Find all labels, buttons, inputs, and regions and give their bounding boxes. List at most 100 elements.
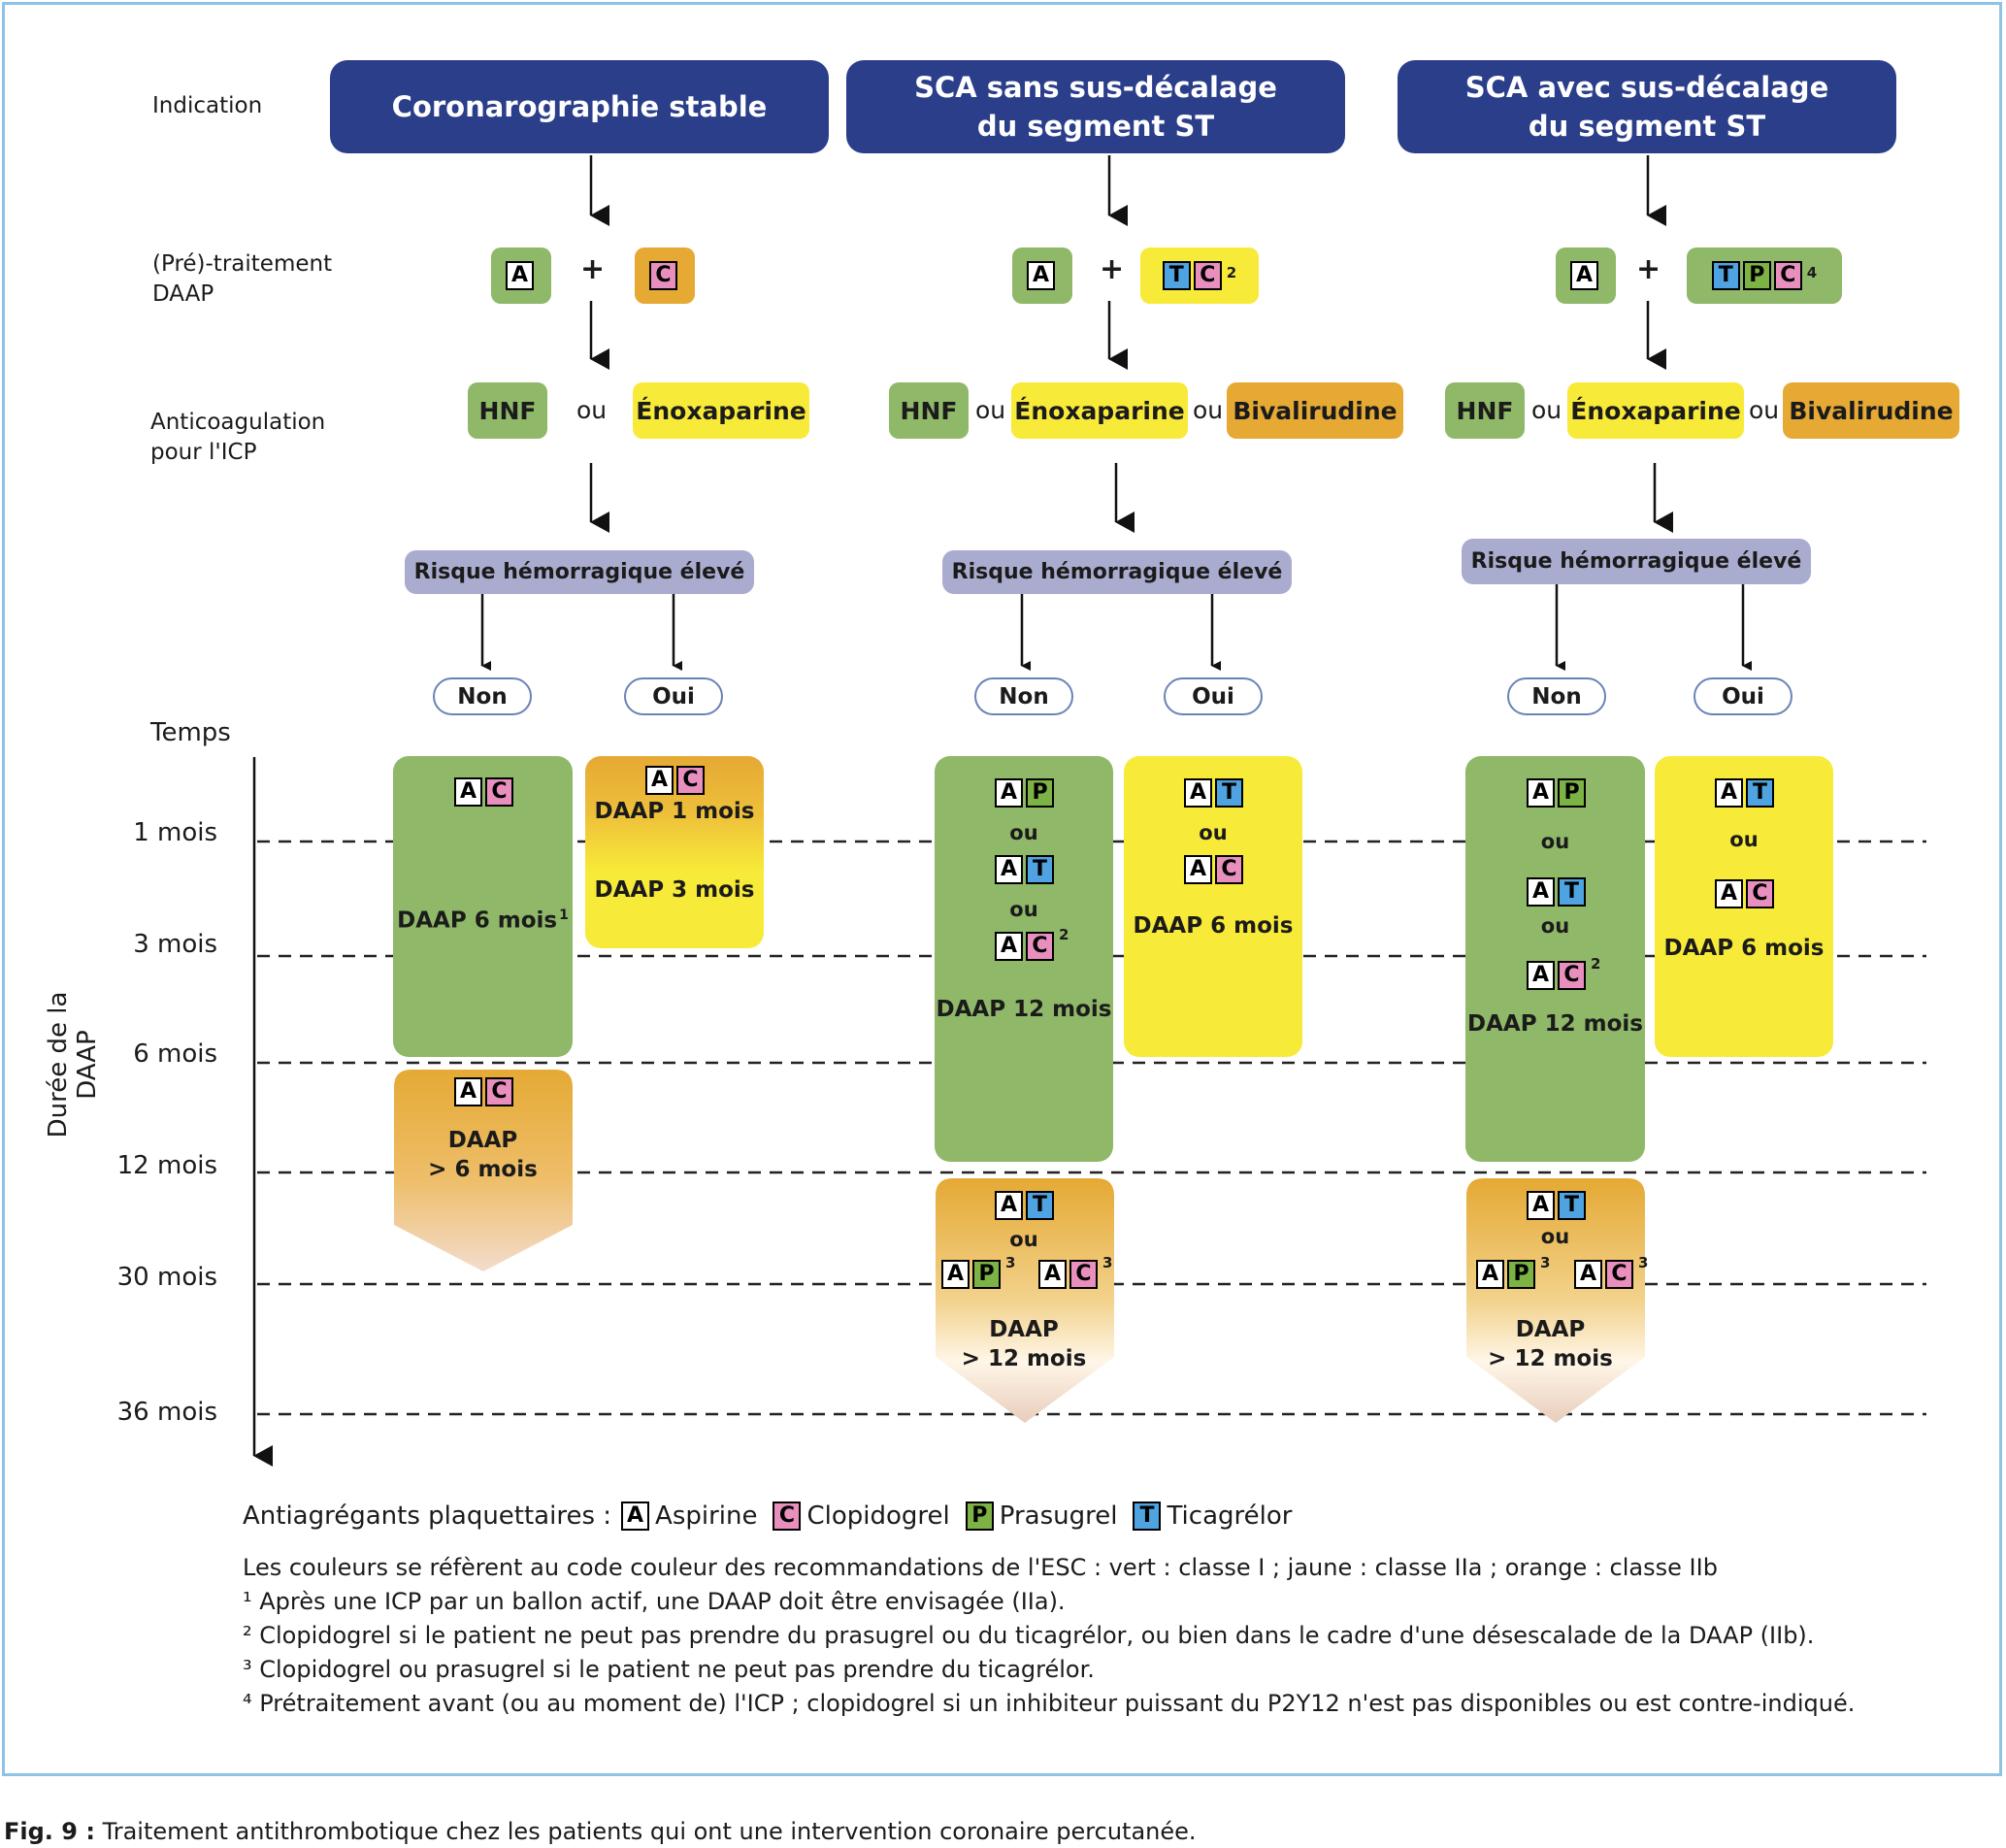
ticagrelor-icon: T (1162, 261, 1191, 290)
col1-non-duration-text: DAAP 6 mois (397, 908, 558, 934)
footnote-marker: 4 (1806, 264, 1818, 281)
header-sca-avec-st: SCA avec sus-décalage du segment ST (1398, 60, 1896, 153)
aspirin-icon: A (1527, 877, 1555, 907)
time-label-1: 1 mois (133, 818, 217, 847)
footnote-1: ¹ Après une ICP par un ballon actif, une… (243, 1588, 1066, 1615)
col2-non-duration: DAAP 12 mois (936, 997, 1112, 1022)
clopidogrel-icon: C (676, 766, 705, 795)
flow-arrows (480, 155, 1752, 671)
header-coronarographie-stable: Coronarographie stable (330, 60, 829, 153)
pre-col2-aspirin: A (1012, 248, 1072, 304)
clopidogrel-icon: C (1746, 879, 1774, 908)
footnote-4: ⁴ Prétraitement avant (ou au moment de) … (243, 1690, 1856, 1717)
aspirin-icon: A (995, 1191, 1023, 1220)
aspirin-icon: A (454, 777, 482, 807)
figure-frame (2, 2, 2002, 1776)
footnote-marker: 3 (1005, 1254, 1016, 1271)
aspirin-icon: A (1476, 1260, 1504, 1289)
ou-text: ou (1009, 898, 1038, 921)
col1-oui-daap-box (585, 756, 764, 948)
prasugrel-icon: P (1742, 261, 1771, 290)
aspirin-icon: A (1570, 261, 1598, 290)
row-label-anticoagulation: Anticoagulation pour l'ICP (150, 410, 326, 465)
ticagrelor-icon: T (1026, 1191, 1054, 1220)
ticagrelor-icon: T (1558, 1191, 1586, 1220)
legend-clopidogrel: Clopidogrel (806, 1502, 950, 1531)
extension-arrow-col3 (1466, 1178, 1645, 1423)
clopidogrel-icon: C (1026, 932, 1054, 961)
col2-oui-duration: DAAP 6 mois (1133, 913, 1294, 939)
figure-caption: Fig. 9 : Traitement antithrombotique che… (4, 1818, 1197, 1845)
col1-non-daap-box (393, 756, 573, 1057)
col3-non-daap-box (1465, 756, 1645, 1162)
time-label-6: 6 mois (133, 1040, 217, 1069)
anticoag-col2-enoxaparine: Énoxaparine (1011, 382, 1188, 439)
caption-text: Traitement antithrombotique chez les pat… (94, 1818, 1197, 1845)
clopidogrel-icon: C (1193, 261, 1222, 290)
aspirin-icon: A (941, 1260, 970, 1289)
ou-text: ou (1540, 830, 1570, 853)
footnote-marker: 2 (1059, 926, 1069, 943)
clopidogrel-icon: C (485, 777, 513, 807)
anticoag-col2-hnf: HNF (889, 382, 969, 439)
aspirin-icon: A (1184, 778, 1212, 808)
row-label-temps: Temps (150, 718, 231, 747)
row-label-indication: Indication (152, 93, 263, 118)
aspirin-icon: A (1527, 961, 1555, 990)
clopidogrel-icon: C (1773, 261, 1802, 290)
aspirin-icon: A (1574, 1260, 1602, 1289)
ou-text: ou (1193, 396, 1224, 424)
footnote-2: ² Clopidogrel si le patient ne peut pas … (243, 1622, 1815, 1649)
ticagrelor-icon: T (1558, 877, 1586, 907)
aspirin-icon: A (1715, 879, 1743, 908)
col1-oui-duration-3: DAAP 3 mois (594, 877, 755, 903)
col2-non-daap-box (935, 756, 1113, 1162)
ou-text: ou (1540, 1225, 1570, 1248)
pre-col3-aspirin: A (1556, 248, 1616, 304)
col1-oui-duration-1: DAAP 1 mois (594, 799, 755, 824)
plus-sign: + (1100, 252, 1125, 286)
ou-text: ou (1729, 828, 1759, 851)
col3-oui-duration: DAAP 6 mois (1663, 936, 1825, 961)
footnote-marker: 2 (1591, 955, 1601, 973)
aspirin-icon: A (995, 855, 1023, 884)
anticoag-col1-enoxaparine: Énoxaparine (633, 382, 809, 439)
footnote-marker: 3 (1638, 1254, 1649, 1271)
clopidogrel-icon: C (485, 1077, 513, 1106)
aspirin-icon: A (1527, 1191, 1555, 1220)
clopidogrel-icon: C (649, 261, 677, 290)
time-label-3: 3 mois (133, 930, 217, 959)
aspirin-icon: A (506, 261, 534, 290)
note-color-code: Les couleurs se réfèrent au code couleur… (243, 1554, 1718, 1581)
anticoag-col3-bivalirudine: Bivalirudine (1783, 382, 1959, 439)
non-col2: Non (974, 677, 1073, 715)
anticoag-col1-hnf: HNF (468, 382, 547, 439)
footnote-marker: 3 (1540, 1254, 1551, 1271)
aspirin-icon: A (1027, 261, 1055, 290)
prasugrel-icon: P (1507, 1260, 1535, 1289)
anticoag-col3-hnf: HNF (1445, 382, 1525, 439)
risk-box-col1: Risque hémorragique élevé (405, 550, 754, 594)
prasugrel-icon: P (972, 1260, 1001, 1289)
aspirin-icon: A (1527, 778, 1555, 808)
footnote-marker: 1 (559, 908, 569, 923)
ou-text: ou (1199, 821, 1228, 844)
time-label-36: 36 mois (116, 1398, 217, 1427)
aspirin-icon: A (995, 778, 1023, 808)
ou-text: ou (576, 396, 608, 424)
pre-col1-clopidogrel: C (635, 248, 695, 304)
